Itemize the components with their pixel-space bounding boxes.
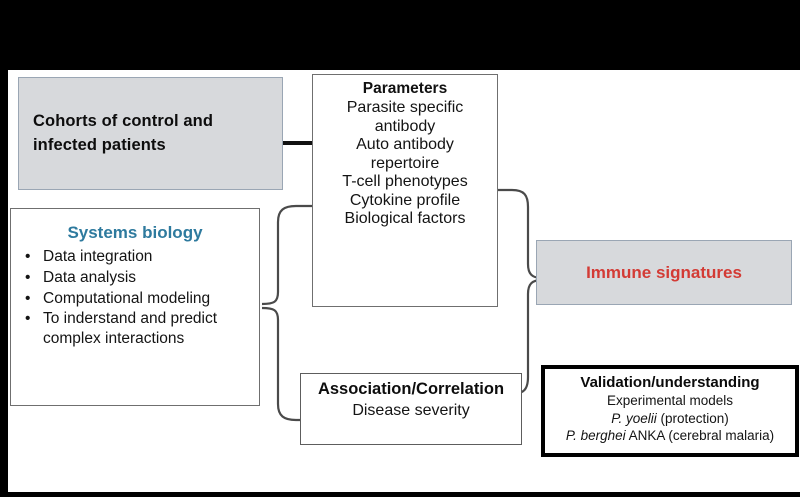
immune-signatures-box[interactable]: Immune signatures xyxy=(536,240,792,305)
systems-biology-bullet-3: To inderstand and predict xyxy=(43,310,218,328)
association-header: Association/Correlation xyxy=(317,380,505,398)
association-sub: Disease severity xyxy=(352,402,470,419)
validation-species-2-rest: ANKA (cerebral malaria) xyxy=(625,428,775,444)
cohorts-line-1: Cohorts of control and xyxy=(33,111,214,130)
systems-biology-box[interactable]: Systems biology • Data integration • Dat… xyxy=(10,208,260,406)
validation-understanding-box[interactable]: Validation/understanding Experimental mo… xyxy=(541,365,799,457)
bullet-icon: • xyxy=(25,310,31,328)
parameters-box[interactable]: Parameters Parasite specific antibody Au… xyxy=(312,74,498,307)
immune-signatures-label: Immune signatures xyxy=(586,262,742,282)
list-item: • Data analysis xyxy=(23,268,253,288)
systems-biology-bullet-0: Data integration xyxy=(43,248,153,265)
bullet-icon: • xyxy=(25,289,31,307)
parameters-header: Parameters xyxy=(362,80,448,97)
connector-systems-biology-brace xyxy=(256,198,320,430)
cohorts-label: Cohorts of control and infected patients xyxy=(19,110,213,158)
parameters-item-6: Biological factors xyxy=(344,210,466,228)
cohorts-box[interactable]: Cohorts of control and infected patients xyxy=(18,77,283,190)
validation-species-1: P. yoelii (protection) xyxy=(545,410,795,428)
diagram-canvas: Cohorts of control and infected patients… xyxy=(8,70,800,492)
list-item: • Data integration xyxy=(23,247,253,267)
validation-models-line: Experimental models xyxy=(606,393,734,408)
parameters-item-1: antibody xyxy=(374,117,436,135)
validation-species-2: P. berghei ANKA (cerebral malaria) xyxy=(545,427,795,445)
systems-biology-bullet-1: Data analysis xyxy=(43,268,137,286)
parameters-item-0: Parasite specific xyxy=(346,99,464,116)
systems-biology-bullet-2: Computational modeling xyxy=(43,289,211,307)
parameters-item-2: Auto antibody xyxy=(356,136,454,154)
list-item: • To inderstand and predict complex inte… xyxy=(23,309,253,349)
systems-biology-bullet-3-cont: complex interactions xyxy=(43,330,185,348)
bullet-icon: • xyxy=(25,248,31,265)
association-correlation-box[interactable]: Association/Correlation Disease severity xyxy=(300,373,522,445)
cohorts-line-2: infected patients xyxy=(33,135,166,154)
validation-species-1-italic: P. yoelii xyxy=(611,410,657,426)
validation-species-1-rest: (protection) xyxy=(656,410,729,426)
systems-biology-list: • Data integration • Data analysis • Com… xyxy=(11,247,259,349)
parameters-item-3: repertoire xyxy=(370,154,440,172)
validation-species-2-italic: P. berghei xyxy=(565,428,626,444)
systems-biology-header: Systems biology xyxy=(67,223,203,242)
parameters-item-5: Cytokine profile xyxy=(349,191,461,209)
bullet-icon: • xyxy=(25,268,31,286)
list-item: • Computational modeling xyxy=(23,289,253,309)
validation-header: Validation/understanding xyxy=(580,374,760,391)
parameters-item-4: T-cell phenotypes xyxy=(342,173,468,191)
